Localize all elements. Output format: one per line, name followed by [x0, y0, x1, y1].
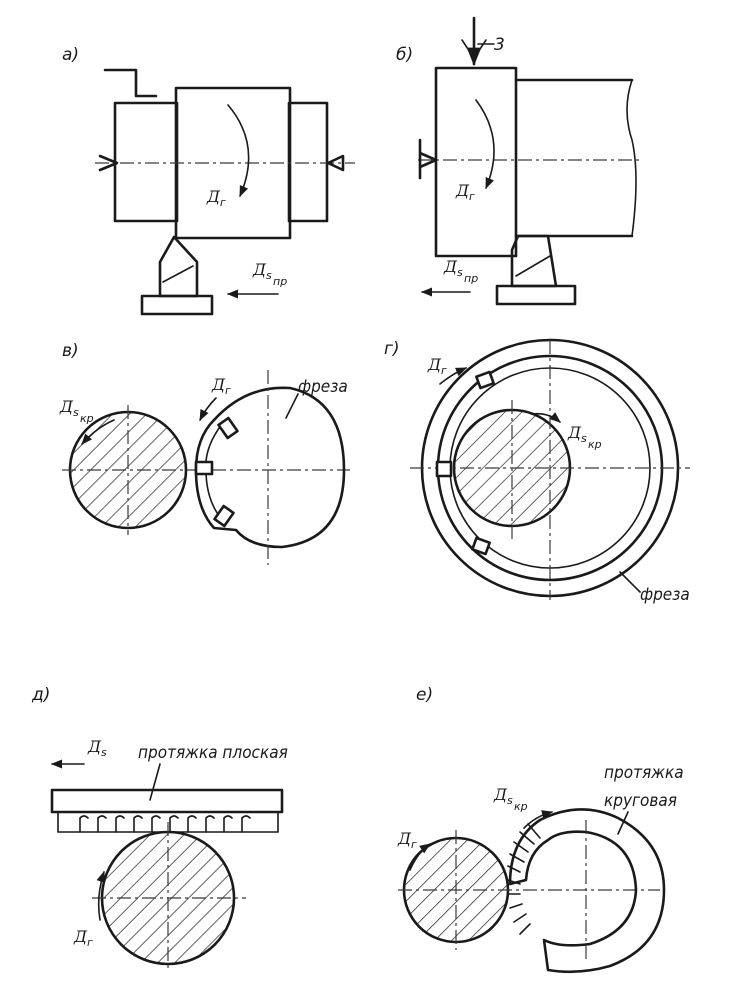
panel-b-force-number: 3: [494, 35, 505, 55]
panel-b-shaft-break: [626, 79, 637, 237]
panel-a-tool-holder: [140, 294, 214, 316]
panel-g-feed-symbol: Д: [567, 423, 582, 442]
panel-v-tool-leader: [285, 393, 299, 419]
panel-v-tool-label: фреза: [298, 377, 348, 397]
panel-a-label: а): [62, 45, 79, 65]
panel-b-cutter: [510, 234, 558, 288]
panel-g-main-motion-sub: г: [441, 364, 447, 377]
panel-d-label: д): [31, 685, 50, 705]
panel-v-feed-symbol: Д: [59, 397, 74, 416]
panel-g-tool-leader: [619, 571, 641, 593]
panel-b-left-center: [418, 138, 438, 180]
panel-e-main-motion-arrow: [409, 843, 431, 871]
panel-b-feed-sub2: пр: [464, 272, 478, 285]
panel-b-rotation-arc: [475, 99, 495, 190]
panel-d-main-motion-symbol: Д: [73, 927, 88, 946]
panel-e-feed-arrow: [523, 810, 554, 829]
panel-b-cutter-edge: [515, 255, 551, 277]
panel-v-label: в): [62, 341, 79, 361]
panel-g: г) Д г Д s кр фреза: [384, 338, 690, 605]
panel-b-feed-symbol: Д: [443, 257, 458, 276]
panel-g-feed-arrow: [531, 412, 561, 423]
panel-e-tool-label-2: круговая: [604, 791, 677, 811]
panel-e-feed-symbol: Д: [493, 785, 508, 804]
panel-g-main-motion-arrow: [439, 367, 468, 385]
panel-b-shaft: [514, 78, 634, 238]
panel-a-main-motion-sub: г: [220, 196, 226, 209]
panel-b-main-motion-sub: г: [469, 190, 475, 203]
panel-b-feed-sub: s: [457, 266, 463, 279]
panel-d-tool-label: протяжка плоская: [138, 743, 288, 763]
panel-e-main-motion-sub: г: [411, 838, 417, 851]
panel-g-main-motion-symbol: Д: [427, 355, 442, 374]
panel-v-tooth-3: [213, 504, 235, 528]
panel-g-tool-label: фреза: [640, 585, 690, 605]
panel-e-tool-leader: [617, 811, 629, 835]
panel-g-feed-sub: s: [581, 432, 587, 445]
panel-v: в) фреза Д г Д s кр: [59, 341, 350, 565]
panel-d-teeth-row: [79, 815, 251, 833]
panel-e-feed-sub2: кр: [514, 800, 528, 813]
panel-b-force-arrow-flare: [461, 39, 487, 60]
panel-v-main-motion-sub: г: [225, 384, 231, 397]
panel-e-broach-outline: [508, 808, 666, 974]
panel-v-tooth-1: [217, 416, 239, 440]
panel-a-main-motion-symbol: Д: [206, 187, 221, 206]
panel-g-tooth-2: [435, 460, 453, 478]
panel-d-feed-symbol: Д: [87, 737, 102, 756]
panel-d-feed-sub: s: [101, 746, 107, 759]
panel-b-main-motion-symbol: Д: [455, 181, 470, 200]
panel-e: е) протяжка круговая Д s кр Д г: [397, 685, 684, 974]
panel-a-feed-sub2: пр: [273, 275, 287, 288]
panel-a-bracket: [103, 68, 158, 98]
panel-v-main-motion-symbol: Д: [211, 375, 226, 394]
panel-a-feed-sub: s: [266, 269, 272, 282]
panel-e-tool-label-1: протяжка: [604, 763, 684, 783]
panel-v-feed-sub2: кр: [80, 412, 94, 425]
panel-d-broach-body: [50, 788, 284, 814]
panel-e-feed-sub: s: [507, 794, 513, 807]
panel-v-tooth-2: [194, 460, 214, 476]
panel-v-feed-sub: s: [73, 406, 79, 419]
panel-b: б) 3 Д г Д s пр: [396, 16, 640, 306]
panel-v-main-motion-arrow: [199, 397, 217, 422]
panel-a-feed-symbol: Д: [252, 260, 267, 279]
panel-a-right-shaft: [287, 101, 329, 223]
panel-v-cutter-outline: [194, 386, 346, 549]
panel-v-feed-arrow: [81, 419, 115, 445]
panel-g-tooth-3: [471, 536, 491, 556]
panel-a-left-center: [98, 154, 119, 172]
panel-a-cutter-edge: [162, 265, 194, 283]
panel-d: д) Д s протяжка плоская Д г: [31, 685, 288, 972]
panel-g-feed-sub2: кр: [588, 438, 602, 451]
panel-e-broach-teeth: [507, 823, 541, 935]
panel-g-tooth-1: [475, 370, 495, 390]
panel-a-rotation-arc: [227, 104, 250, 198]
panel-d-main-motion-sub: г: [87, 936, 93, 949]
panel-b-workpiece: [434, 66, 518, 258]
panel-b-label: б): [396, 45, 413, 65]
panel-a-left-shaft: [113, 101, 179, 223]
panel-d-main-motion-arrow: [96, 870, 106, 921]
panel-e-main-motion-symbol: Д: [397, 829, 412, 848]
panel-b-tool-holder: [495, 284, 577, 306]
panel-e-label: е): [416, 685, 433, 705]
panel-a-right-center: [326, 154, 345, 172]
panel-g-label: г): [384, 339, 400, 359]
panel-a: а) Д г Д s пр: [62, 45, 355, 316]
panel-d-tool-leader: [149, 763, 161, 801]
